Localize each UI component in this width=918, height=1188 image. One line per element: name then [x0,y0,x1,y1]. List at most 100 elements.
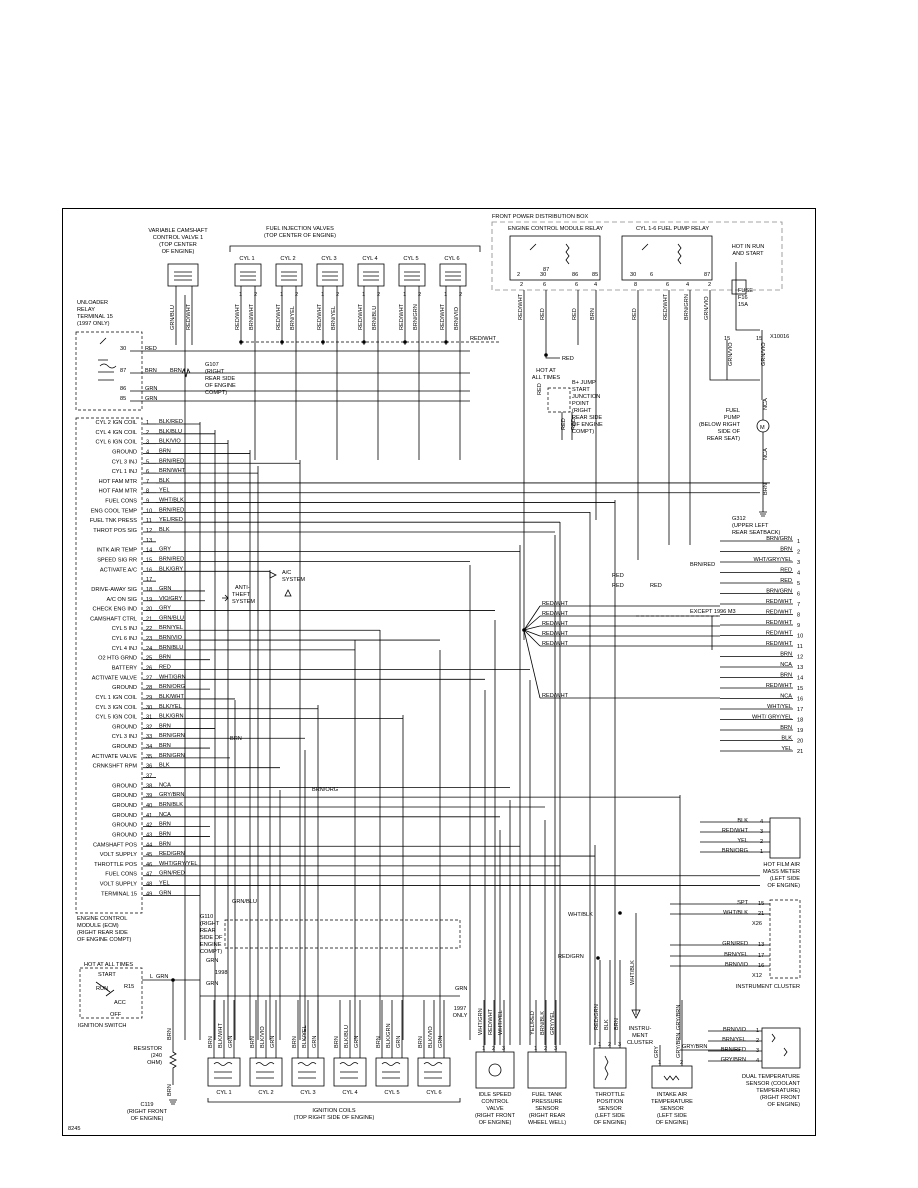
ignition-coil-winding-1 [255,1062,275,1079]
unloader-pin-85: 85 [120,396,126,402]
tank-sensor-wire-label-0: YEL/RED [530,1011,536,1035]
ecm-pin-number-46: 46 [146,862,152,868]
ecm-pin-number-19: 19 [146,597,152,603]
unloader-pin-86: 86 [120,386,126,392]
ecm-pin-wire-41: NCA [159,812,171,818]
relay-out-wire-label-6: BRN/GRN [684,294,690,320]
ecm-pin-number-22: 22 [146,626,152,632]
cluster-drop-title-line-2: CLUSTER [627,1040,653,1046]
injector-pin-b-5: 2 [459,292,462,298]
unloader-brn-label: BRN [170,368,182,374]
c119-label-line-0: C119 [141,1102,154,1108]
injector-wire-label-b-1: BRN/YEL [290,306,296,330]
ecm-pin-number-14: 14 [146,548,152,554]
injector-wire-label-a-5: RED/WHT [440,303,446,330]
tank-sensor-wire-label-1: BRN/BLK [540,1011,546,1035]
relay-internal-pin-2: 86 [572,272,578,278]
ignition-coil-wire-label-5-1: BLK/VIO [428,1026,434,1048]
ecm-pin-wire-19: VIO/GRY [159,596,182,602]
ecm-pin-wire-25: BRN [159,655,171,661]
ac-system-label-1: SYSTEM [282,577,305,583]
ecm-pin-wire-29: BLK/WHT [159,694,184,700]
right-pin-number-3: 3 [797,560,800,566]
g107-label-line-3: OF ENGINE [205,383,236,389]
ignition-coil-winding-0 [213,1062,233,1079]
fuel-pump-label-line-0: FUEL [726,408,740,414]
red-mid-label-b: RED [612,583,624,589]
ecm-pin-number-47: 47 [146,872,152,878]
ecm-pin-label-46: THROTTLE POS [94,862,137,868]
ecm-pin-label-39: GROUND [112,793,137,799]
ecm-pin-wire-16: BLK/GRY [159,566,183,572]
idle-valve-pin-2: 3 [502,1046,505,1052]
injector-pin-b-1: 2 [295,292,298,298]
ecm-pin-wire-47: GRN/RED [159,871,185,877]
b-jump-label-line-2: JUNCTION [572,394,600,400]
ignition-coil-winding-2 [297,1062,317,1079]
ecm-module-title-line-1: MODULE (ECM) [77,923,119,929]
injector-label-2: CYL 3 [321,256,336,262]
b-jump-hot-label-line-0: HOT AT [536,368,556,374]
ignition-coil-label-2: CYL 3 [300,1090,315,1096]
iat-pin-0: 1 [658,1060,661,1066]
g110-label-line-1: (RIGHT [200,921,220,927]
injector-box-3 [357,263,385,287]
brn-red-label: BRN/RED [690,562,715,568]
b-jump-hot-label-line-1: ALL TIMES [532,375,561,381]
fuel-relay-title: CYL 1-6 FUEL PUMP RELAY [636,226,709,232]
g107-label-line-1: (RIGHT [205,369,225,375]
fuel-relay-coil [677,243,682,265]
c119-ground [169,1099,177,1105]
right-pin-wire-12: BRN [780,652,792,658]
switch-acc: ACC [114,1000,126,1006]
iat-pin-1: 2 [680,1060,683,1066]
injector-coil-2 [322,271,338,281]
ecm-pin-number-20: 20 [146,607,152,613]
switch-15: 15 [128,984,134,990]
injector-label-0: CYL 1 [239,256,254,262]
ecm-pin-number-6: 6 [146,469,149,475]
g110-label-line-0: G110 [200,914,213,920]
diagram-frame [62,208,816,1136]
idle-valve-title-line-2: VALVE [486,1106,503,1112]
injector-pin-a-1: 1 [280,292,283,298]
right-pin-number-12: 12 [797,655,803,661]
injector-box-5 [439,263,467,287]
iat-element [663,1075,680,1081]
fuse-label-line-0: FUSE [738,288,753,294]
relay-internal-pin-0: 2 [517,272,520,278]
ignition-coil-wire-label-3-0: BRN [334,1036,340,1048]
injector-pin-b-3: 2 [377,292,380,298]
ecm-pin-wire-23: BRN/VIO [159,635,183,641]
ecm-pin-label-48: VOLT SUPPLY [100,882,138,888]
ecm-pin-label-28: GROUND [112,685,137,691]
ecm-pin-label-40: GROUND [112,803,137,809]
cluster-box [769,899,801,979]
right-pin-wire-9: RED/WHT [766,620,793,626]
injector-box-0 [234,263,262,287]
fuse-pin-15-a: 15 [724,336,730,342]
ignition-switch-box [79,967,143,1019]
g107-label-line-2: REAR SIDE [205,376,235,382]
right-pin-number-15: 15 [797,686,803,692]
ecm-pin-wire-44: BRN [159,841,171,847]
resistor-wire-top: BRN [167,1028,173,1040]
relay-internal-pin-1: 30 [540,272,546,278]
ecm-pin-wire-7: BLK [159,478,170,484]
idle-valve-wire-label-0: WHT/GRN [478,1008,484,1035]
red-branch-wire [545,345,560,359]
red-wht-fan-label-2: RED/WHT [542,621,569,627]
injectors-title-line-1: (TOP CENTER OF ENGINE) [264,233,336,239]
ecm-grn-c: GRN [455,986,467,992]
ecm-pin-label-8: HOT FAM MTR [99,489,137,495]
idle-valve-wire-label-2: WHT/YEL [498,1010,504,1035]
iat-title-line-4: OF ENGINE) [656,1120,689,1126]
ecm-pin-number-24: 24 [146,646,152,652]
g312-label-line-2: REAR SEATBACK) [732,530,781,536]
right-pin-wire-11: RED/WHT [766,641,793,647]
b-jump-red-a: RED [537,383,543,395]
injector-wire-label-a-4: RED/WHT [399,303,405,330]
ecm-pin-label-2: CYL 4 IGN COIL [96,430,137,436]
injector-wire-label-b-3: BRN/BLU [372,306,378,330]
idle-valve-title-line-0: IDLE SPEED [479,1092,512,1098]
